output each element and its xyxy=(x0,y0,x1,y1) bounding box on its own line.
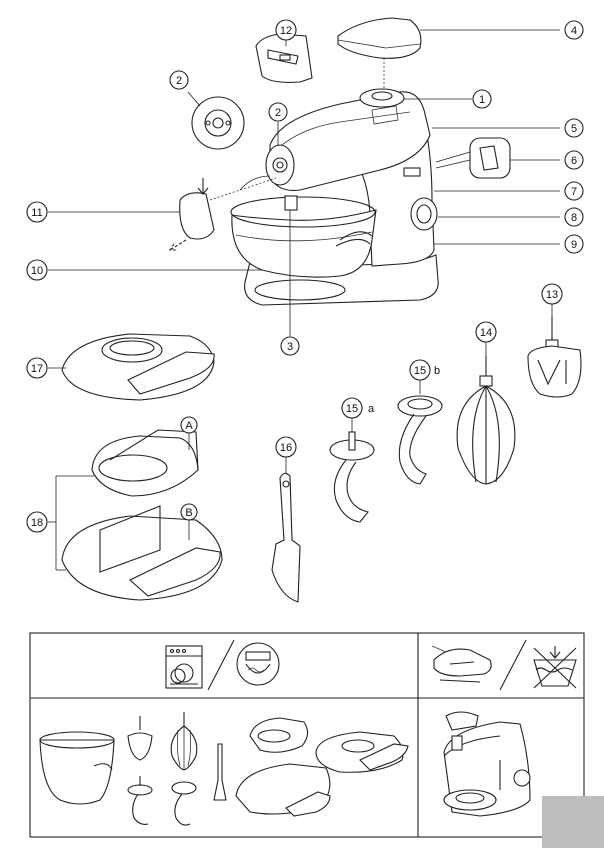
callout-15a: 15 a xyxy=(341,397,375,419)
callout-14: 14 xyxy=(475,321,497,343)
outlet-inset xyxy=(191,96,245,150)
callout-6: 6 xyxy=(564,150,584,170)
callout-13: 13 xyxy=(541,283,563,305)
spatula-part xyxy=(271,472,301,603)
svg-text:7: 7 xyxy=(571,186,577,198)
k-beater-part xyxy=(527,316,582,398)
bowl-guard-part-b xyxy=(61,505,223,601)
callout-11: 11 xyxy=(26,201,48,223)
whisk-part xyxy=(456,356,516,485)
callout-10: 10 xyxy=(26,259,48,281)
wipe-clean-icon xyxy=(431,645,492,683)
svg-text:11: 11 xyxy=(31,207,42,219)
callout-12: 12 xyxy=(275,19,297,41)
svg-text:b: b xyxy=(434,365,440,377)
down-arrow-icon xyxy=(197,178,209,195)
svg-text:17: 17 xyxy=(31,363,43,375)
slash-divider-2 xyxy=(499,639,527,691)
svg-text:4: 4 xyxy=(571,25,577,37)
top-rack-icon xyxy=(236,642,280,686)
splash-guard-part xyxy=(61,333,215,401)
svg-text:13: 13 xyxy=(546,289,558,301)
left-arrow-icon xyxy=(168,239,187,251)
svg-text:12: 12 xyxy=(280,25,292,37)
callout-8: 8 xyxy=(564,207,584,227)
light-inset xyxy=(469,137,511,179)
dough-hook-a-part xyxy=(329,431,375,523)
washable-spatula xyxy=(213,743,227,801)
callout-5: 5 xyxy=(564,118,584,138)
stand-mixer xyxy=(230,88,439,306)
bowl-guard-part-a xyxy=(91,429,199,497)
svg-text:1: 1 xyxy=(479,94,485,106)
callout-18: 18 xyxy=(26,511,48,533)
washable-bowl-guard-b xyxy=(235,763,331,817)
callout-15b: 15 b xyxy=(409,359,440,381)
washable-splash-guard xyxy=(315,731,409,773)
callout-16: 16 xyxy=(275,436,297,458)
dough-hook-b-part xyxy=(397,395,443,485)
svg-text:3: 3 xyxy=(287,341,293,353)
washable-bowl xyxy=(39,731,115,805)
svg-text:B: B xyxy=(185,507,192,519)
svg-text:A: A xyxy=(185,420,193,432)
corner-tab xyxy=(542,796,604,848)
dishwasher-safe-icon xyxy=(165,645,203,689)
svg-text:9: 9 xyxy=(571,239,577,251)
callout-lines xyxy=(48,29,560,571)
outlet-cover-part xyxy=(337,17,422,59)
callout-2-right: 2 xyxy=(268,102,288,122)
svg-text:5: 5 xyxy=(571,123,577,135)
callout-2-left: 2 xyxy=(169,70,189,90)
svg-text:8: 8 xyxy=(571,212,577,224)
svg-text:18: 18 xyxy=(31,517,43,529)
svg-text:a: a xyxy=(368,403,375,415)
svg-text:2: 2 xyxy=(176,75,182,87)
do-not-immerse-in-water-icon xyxy=(533,646,577,689)
svg-text:15: 15 xyxy=(414,365,426,377)
callout-9: 9 xyxy=(564,234,584,254)
washable-dough-hook-b xyxy=(171,781,197,826)
svg-text:14: 14 xyxy=(480,327,492,339)
washable-whisk xyxy=(170,712,198,771)
callout-7: 7 xyxy=(564,181,584,201)
svg-text:2: 2 xyxy=(275,107,281,119)
callout-17: 17 xyxy=(26,357,48,379)
washable-bowl-guard-a xyxy=(249,717,309,753)
interlock-inset xyxy=(255,33,313,83)
callout-1: 1 xyxy=(472,89,492,109)
callout-4: 4 xyxy=(564,20,584,40)
callout-B: B xyxy=(180,503,198,521)
slash-divider xyxy=(207,639,235,691)
svg-text:10: 10 xyxy=(31,265,43,277)
washable-dough-hook-a xyxy=(127,776,153,825)
svg-text:6: 6 xyxy=(571,155,577,167)
washable-k-beater xyxy=(127,716,153,761)
spatula-guide xyxy=(209,177,277,201)
care-table xyxy=(29,632,585,838)
callout-A: A xyxy=(180,416,198,434)
svg-text:16: 16 xyxy=(280,442,292,454)
callout-3: 3 xyxy=(280,336,300,356)
wipe-mixer-illustration xyxy=(443,711,531,817)
release-button-part xyxy=(168,178,215,251)
svg-text:15: 15 xyxy=(346,403,358,415)
